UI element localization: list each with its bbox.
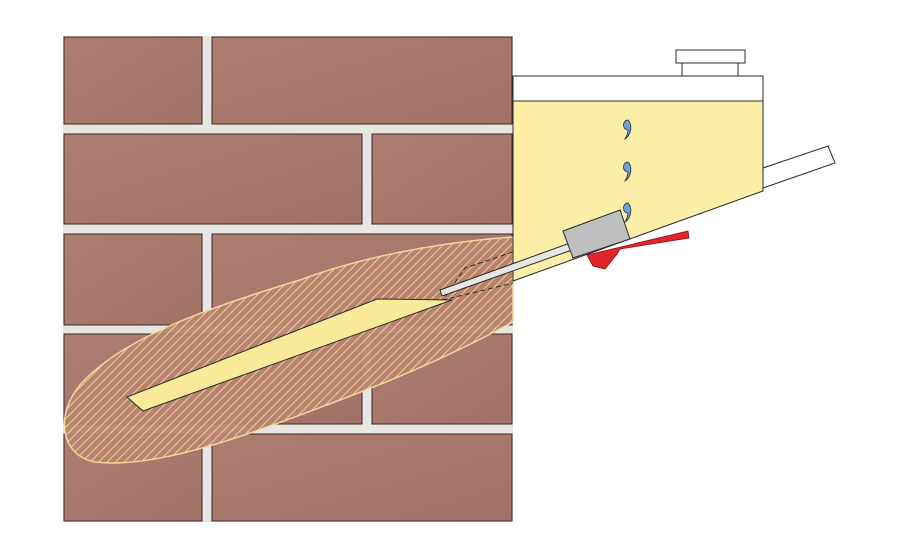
injection-tank: [439, 49, 836, 297]
brick: [211, 36, 513, 125]
tank-lid: [512, 75, 764, 102]
brick: [63, 36, 203, 125]
drop-icon: [623, 202, 632, 224]
tank-cap: [675, 49, 746, 64]
brick: [371, 133, 513, 225]
drill-hole: [441, 251, 514, 301]
brick: [63, 133, 363, 225]
tank-handle-tube: [762, 145, 836, 189]
trigger-lever: [586, 230, 690, 270]
brick: [63, 233, 203, 326]
tank-cap-neck: [681, 61, 739, 77]
injected-fluid: [126, 298, 453, 412]
drop-icon: [623, 161, 632, 183]
brick: [211, 433, 513, 522]
drop-icon: [623, 119, 632, 141]
nozzle-block: [562, 209, 631, 259]
